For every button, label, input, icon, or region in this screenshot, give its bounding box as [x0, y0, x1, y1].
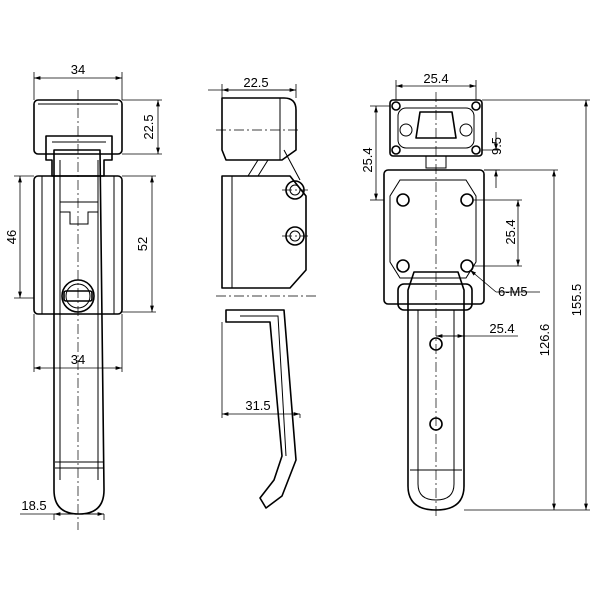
rear-m5-hole-2	[460, 193, 474, 207]
rear-view	[383, 92, 485, 518]
front-dimensions: 34 22.5 46 52 34 18.5	[4, 62, 162, 520]
side-handle	[225, 309, 297, 509]
rear-m5-hole-4	[460, 259, 474, 273]
dim-rear-hole-pitch-h: 25.4	[489, 321, 514, 336]
side-top-cap	[221, 97, 297, 161]
front-view	[33, 90, 123, 530]
rear-m5-hole-3	[396, 259, 410, 273]
dim-rear-thread: 6-M5	[498, 284, 528, 299]
rear-body-plate	[383, 169, 485, 305]
dim-front-top-width: 34	[71, 62, 85, 77]
front-handle	[53, 149, 105, 515]
side-dimensions: 22.5 31.5	[208, 75, 301, 418]
rear-top-hole-bl	[391, 145, 401, 155]
dim-rear-top-height: 25.4	[360, 147, 375, 172]
rear-dimensions: 25.4 25.4 9.5 25.4 6-M5 25.4 126.6 155.5	[360, 71, 590, 511]
rear-hinge	[397, 283, 473, 311]
dim-front-body-height: 46	[4, 230, 19, 244]
dim-front-handle-tip: 18.5	[21, 498, 46, 513]
front-t-slot	[59, 201, 99, 225]
side-view	[216, 97, 318, 509]
dim-rear-hole-pitch-v: 25.4	[503, 219, 518, 244]
rear-top-hole-tl	[391, 101, 401, 111]
dim-rear-small-gap: 9.5	[489, 137, 504, 155]
dim-side-top-width: 22.5	[243, 75, 268, 90]
dim-front-mount-height: 52	[135, 237, 150, 251]
dim-rear-top-width: 25.4	[423, 71, 448, 86]
rear-top-hole-tr	[471, 101, 481, 111]
dim-front-handle-width: 34	[71, 352, 85, 367]
rear-m5-hole-1	[396, 193, 410, 207]
dim-side-handle-offset: 31.5	[245, 398, 270, 413]
rear-top-hole-br	[471, 145, 481, 155]
rear-hook	[415, 111, 457, 139]
side-body	[221, 175, 307, 289]
dim-rear-length-total: 155.5	[569, 284, 584, 317]
dim-rear-length-partial: 126.6	[537, 324, 552, 357]
dim-front-top-height: 22.5	[141, 114, 156, 139]
